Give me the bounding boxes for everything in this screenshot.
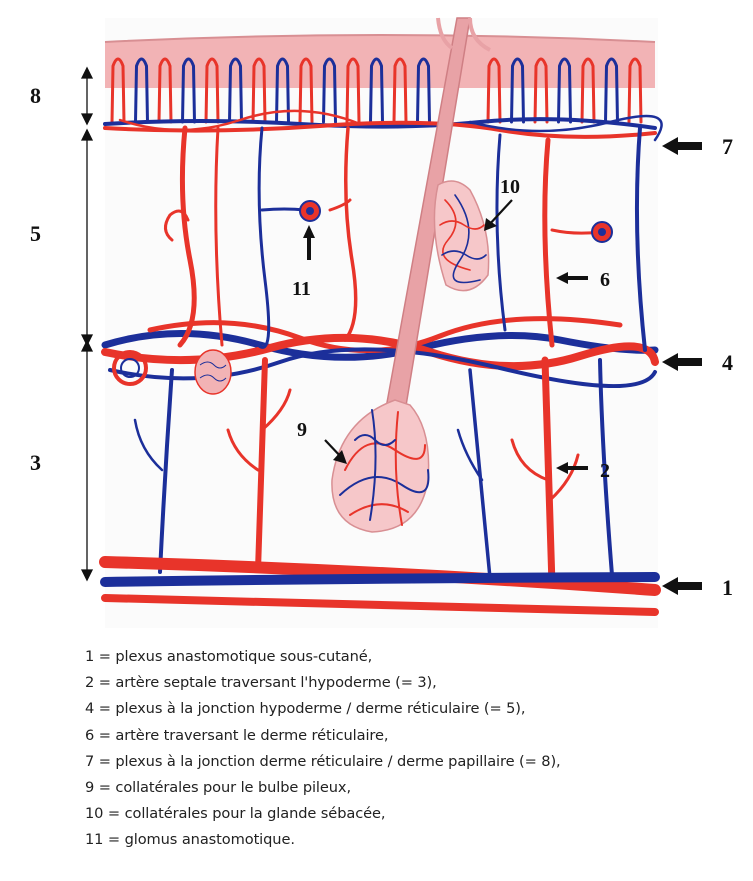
label-1: 1 [722, 575, 733, 600]
legend-item: 6 = artère traversant le derme réticulai… [85, 723, 725, 749]
label-2: 2 [600, 460, 610, 482]
label-9: 9 [297, 419, 307, 441]
gland-body-left [195, 350, 231, 394]
skin-vascularization-diagram: 8 5 3 7 4 1 6 2 10 11 9 [0, 0, 753, 640]
legend-item: 4 = plexus à la jonction hypoderme / der… [85, 696, 725, 722]
legend-item: 1 = plexus anastomotique sous-cutané, [85, 644, 725, 670]
label-6: 6 [600, 269, 610, 291]
legend-item: 2 = artère septale traversant l'hypoderm… [85, 670, 725, 696]
label-10: 10 [500, 176, 520, 198]
legend-item: 10 = collatérales pour la glande sébacée… [85, 801, 725, 827]
label-7: 7 [722, 134, 733, 159]
legend-list: 1 = plexus anastomotique sous-cutané, 2 … [85, 644, 725, 854]
legend-item: 7 = plexus à la jonction derme réticulai… [85, 749, 725, 775]
label-3: 3 [30, 450, 41, 475]
depth-brackets [82, 68, 92, 580]
label-5: 5 [30, 221, 41, 246]
legend-item: 11 = glomus anastomotique. [85, 827, 725, 853]
legend-item: 9 = collatérales pour le bulbe pileux, [85, 775, 725, 801]
label-11: 11 [292, 278, 311, 300]
label-8: 8 [30, 83, 41, 108]
label-4: 4 [722, 350, 733, 375]
